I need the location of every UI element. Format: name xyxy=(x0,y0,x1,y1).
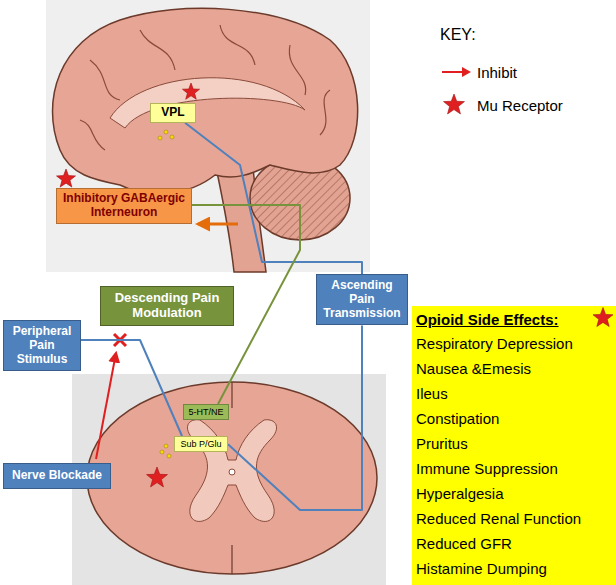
mu-receptor-star xyxy=(147,467,168,487)
treatment-box: Nerve Blockade xyxy=(3,463,111,489)
legend-swatch xyxy=(440,60,472,84)
mu-receptor-star xyxy=(444,94,465,114)
pain-pathway-line xyxy=(81,340,182,436)
gyrus-line xyxy=(90,60,120,100)
transmitter-dot xyxy=(160,450,164,454)
legend-label: Inhibit xyxy=(477,64,517,81)
cord-panel xyxy=(72,374,386,585)
transmitter-dot xyxy=(164,130,168,134)
box-label: 5-HT/NE xyxy=(188,407,223,417)
mu-receptor-star xyxy=(56,169,75,187)
list-item: Respiratory Depression xyxy=(416,331,573,356)
gyrus-line xyxy=(289,45,305,95)
star-overlay xyxy=(591,306,615,330)
key-heading: KEY: xyxy=(440,26,476,44)
central-canal xyxy=(229,469,235,475)
list-item: Hyperalgesia xyxy=(416,481,504,506)
arrow-head xyxy=(462,67,471,77)
interneuron-box: Inhibitory GABAergic Interneuron xyxy=(56,188,192,224)
box-label: Ascending Pain Transmission xyxy=(320,279,404,320)
transmitter-dot xyxy=(167,454,171,458)
box-label: Peripheral Pain Stimulus xyxy=(7,325,77,366)
transmitter-dots xyxy=(160,444,171,458)
ventral-fissure xyxy=(231,545,232,574)
gyrus-line xyxy=(140,30,175,70)
mu-receptor-star xyxy=(182,83,199,99)
box-label: VPL xyxy=(161,106,184,120)
transmitter-dots xyxy=(158,130,174,140)
legend-row: Mu Receptor xyxy=(440,93,563,117)
list-heading: Opioid Side Effects: xyxy=(416,309,559,331)
legend-row: Inhibit xyxy=(440,60,517,84)
cerebrum xyxy=(53,8,358,193)
dorsal-fissure xyxy=(231,382,232,408)
legend-label: Mu Receptor xyxy=(477,97,563,114)
box-label: Sub P/Glu xyxy=(180,439,221,449)
inhibit-arrow xyxy=(96,353,116,459)
inhibit-line xyxy=(442,71,464,73)
list-item: Histamine Dumping xyxy=(416,556,547,581)
thalamus-box: VPL xyxy=(150,103,196,123)
gyrus-line xyxy=(80,120,105,150)
brain-panel xyxy=(46,0,370,272)
gyrus-line xyxy=(320,90,330,135)
list-item: Reduced Renal Function xyxy=(416,506,581,531)
transmitter-box: 5-HT/NE xyxy=(183,404,229,420)
corpus-callosum xyxy=(110,78,305,128)
gyrus-line xyxy=(220,25,255,65)
list-item: Reduced GFR xyxy=(416,531,512,556)
legend-swatch xyxy=(440,93,472,117)
transmitter-dot xyxy=(164,444,168,448)
pathway-box: Descending Pain Modulation xyxy=(100,286,234,326)
list-item: Constipation xyxy=(416,406,499,431)
box-label: Descending Pain Modulation xyxy=(105,291,229,321)
transmitter-dot xyxy=(158,136,162,140)
list-item: Immune Suppression xyxy=(416,456,558,481)
ascending-pathway-line xyxy=(228,325,362,510)
transmitter-dot xyxy=(170,135,174,139)
box-label: Inhibitory GABAergic Interneuron xyxy=(61,192,187,220)
stimulus-box: Peripheral Pain Stimulus xyxy=(3,320,81,371)
grey-matter xyxy=(187,420,276,522)
pathway-box: Ascending Pain Transmission xyxy=(316,274,408,325)
list-item: Pruritus xyxy=(416,431,468,456)
side-effects-box: Opioid Side Effects:Respiratory Depressi… xyxy=(412,306,616,585)
box-label: Nerve Blockade xyxy=(12,469,102,483)
list-item: Ileus xyxy=(416,381,448,406)
gyri xyxy=(80,25,330,150)
transmitter-box: Sub P/Glu xyxy=(174,436,228,452)
inhibit-arrow xyxy=(198,223,238,226)
list-item: Nausea &Emesis xyxy=(416,356,531,381)
spinal-cord xyxy=(87,382,377,574)
ascending-pathway-line xyxy=(185,123,362,274)
